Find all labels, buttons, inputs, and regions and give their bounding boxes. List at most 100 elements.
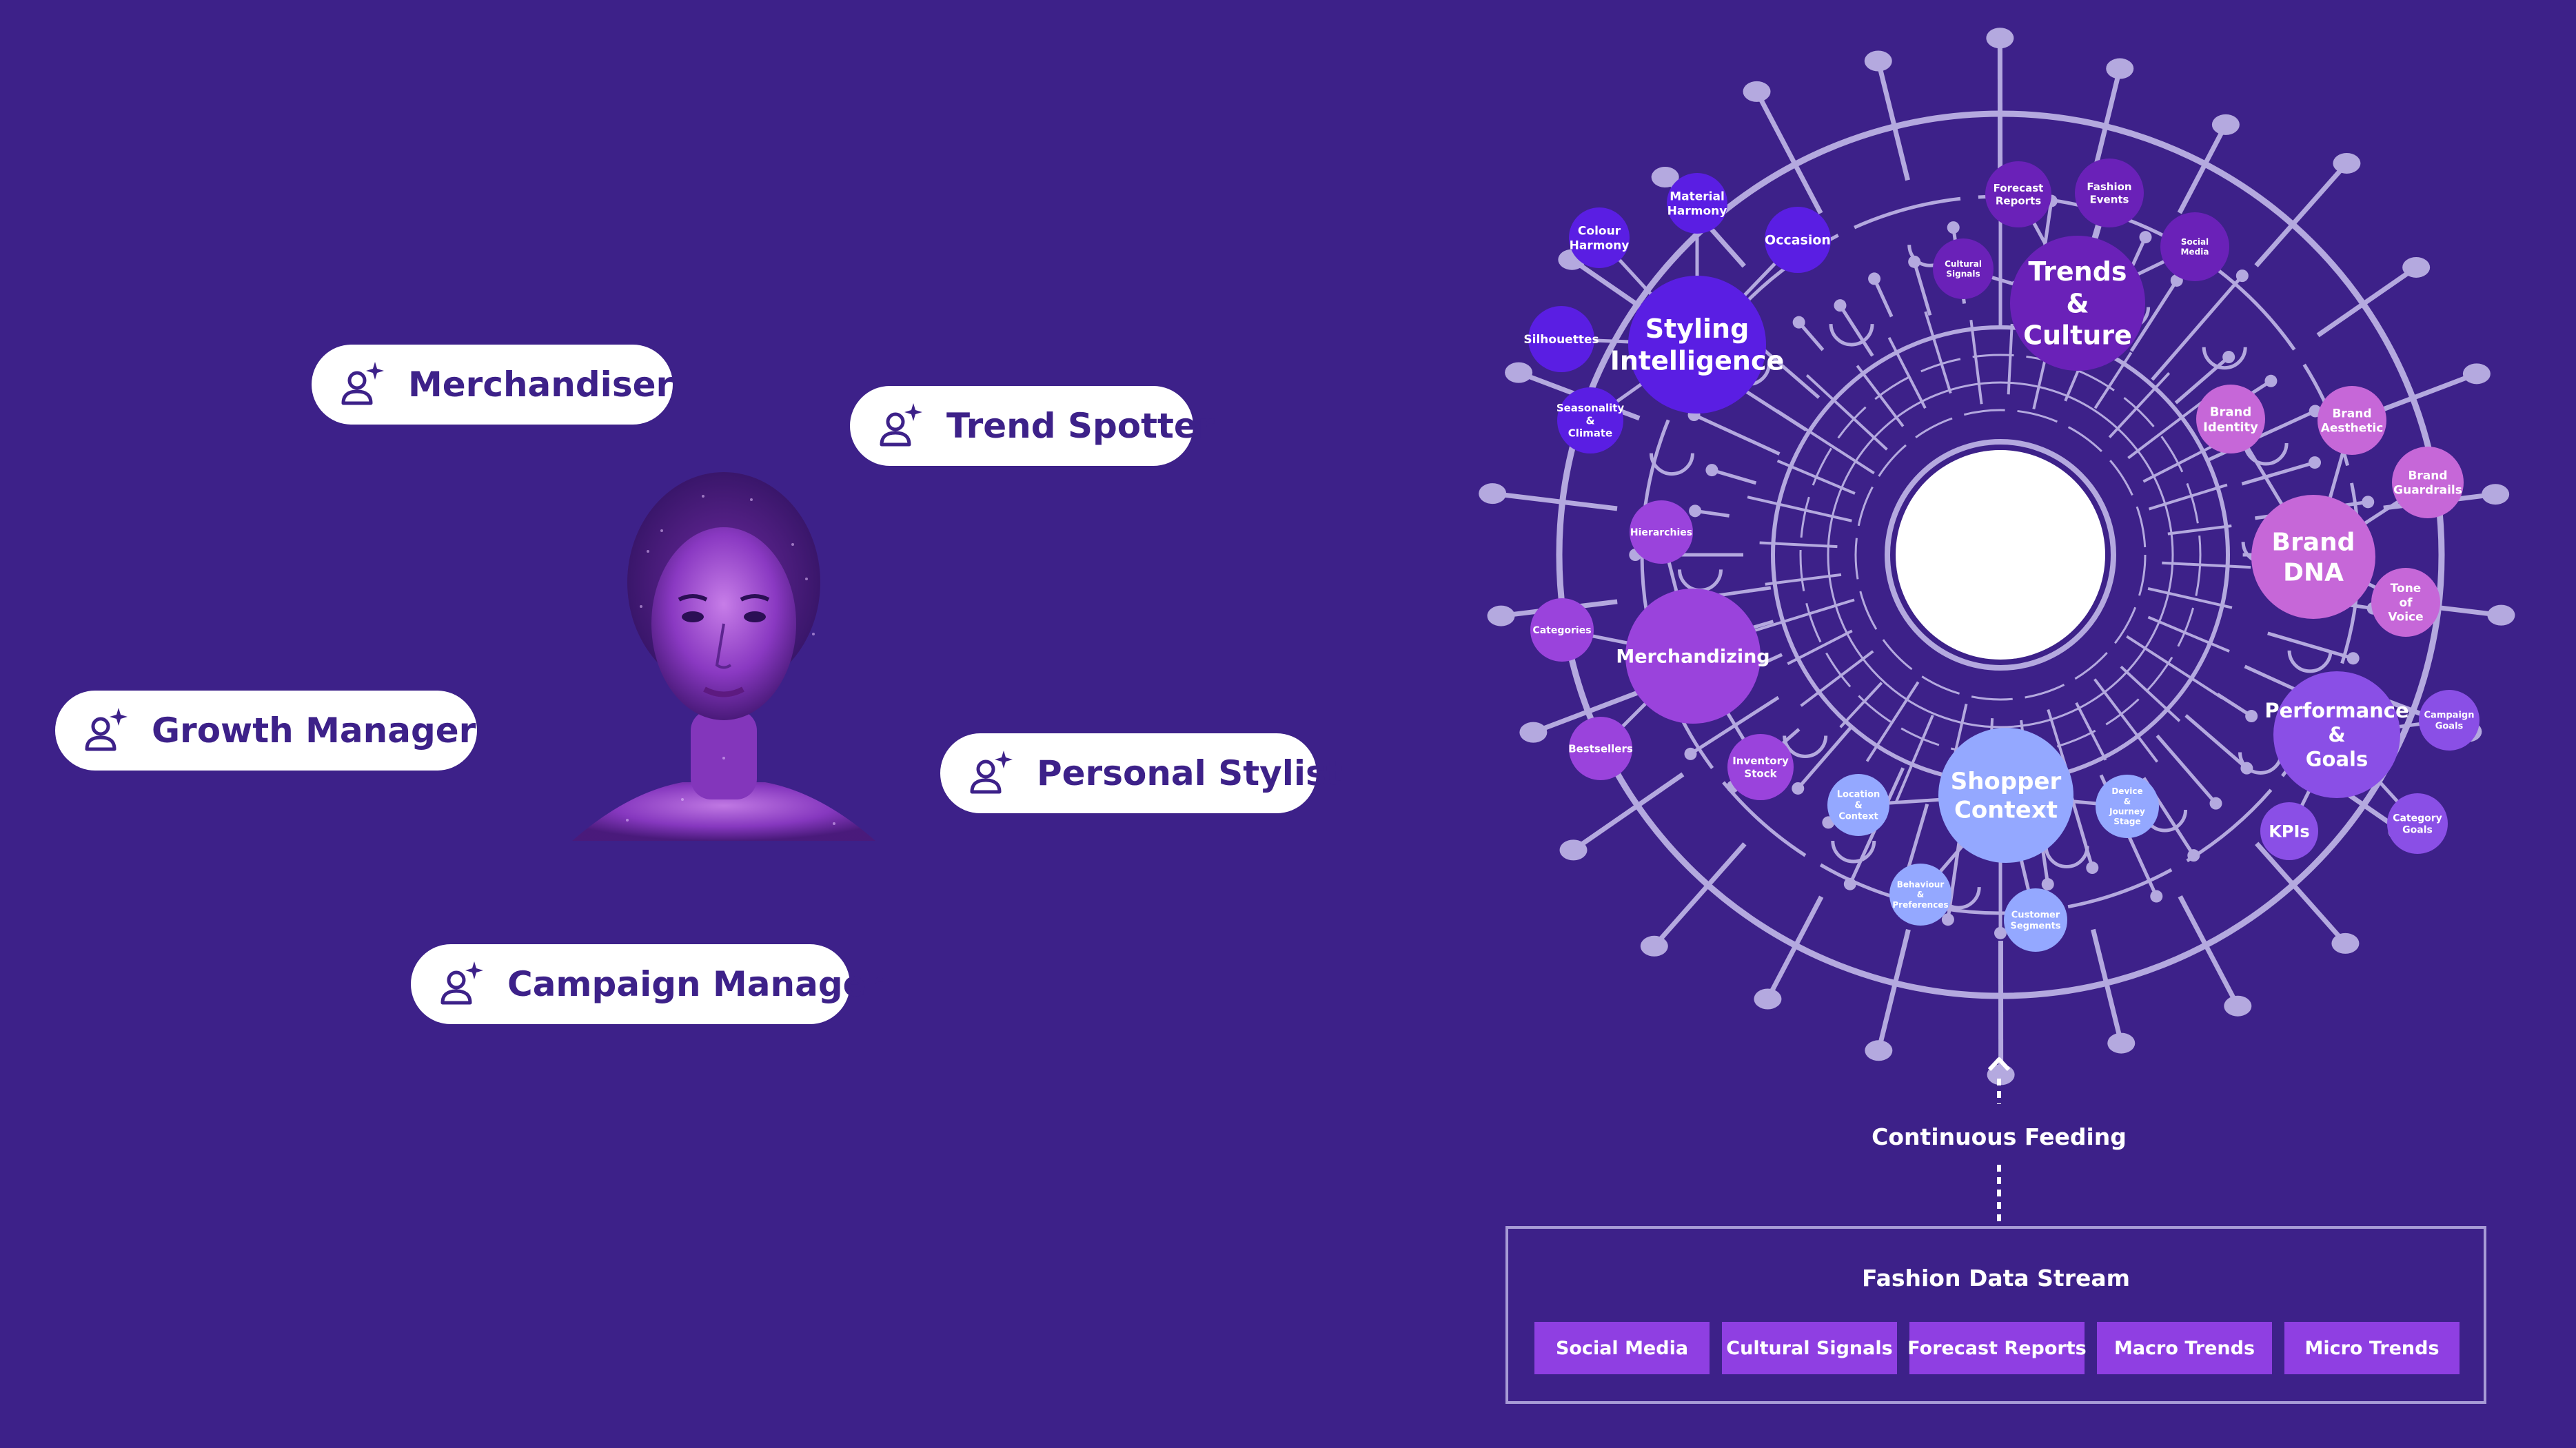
performance-hub-node-text: & — [2328, 723, 2345, 746]
brand-item-node-circle — [2392, 447, 2464, 518]
brand-item-node-text: Aesthetic — [2321, 421, 2384, 435]
terminal-node — [1479, 483, 1507, 504]
outer-spoke — [2255, 842, 2348, 946]
arrow-head-icon — [1987, 1057, 2011, 1072]
styling-item-node-text: & — [1585, 414, 1594, 427]
circuit-loop — [2287, 650, 2333, 673]
trends-item-node-circle — [2075, 159, 2144, 227]
shopper-item-node-circle — [2096, 775, 2159, 838]
inner-spoke — [1969, 319, 1983, 405]
inner-spoke — [1776, 459, 1856, 495]
inner-spoke — [2162, 561, 2251, 569]
outer-spoke — [1572, 772, 1685, 853]
inner-spoke — [1787, 629, 1853, 665]
outer-spoke — [2177, 123, 2228, 214]
ai-face-portrait — [572, 472, 875, 841]
brand-item-node-text: Voice — [2388, 611, 2423, 624]
styling-item-node-text: Silhouettes — [1523, 333, 1599, 347]
network-dot — [2086, 861, 2099, 875]
network-spoke — [1838, 304, 1874, 357]
network-dot — [1689, 504, 1702, 518]
outer-spoke — [2091, 928, 2124, 1044]
network-dot — [2264, 374, 2278, 387]
shopper-item-node: Behaviour&Preferences — [1889, 864, 1951, 926]
network-spoke — [2174, 356, 2230, 405]
performance-item-node-circle — [2387, 793, 2448, 854]
circuit-loop — [2044, 846, 2089, 868]
shopper-item-node-text: Device — [2111, 786, 2142, 796]
outer-spoke — [1652, 842, 1747, 948]
shopper-item-node-text: Journey — [2109, 807, 2145, 817]
shopper-item-node-text: & — [2124, 797, 2131, 806]
network-dot — [2209, 797, 2222, 810]
performance-item-node-text: Goals — [2435, 721, 2464, 731]
network-dot — [2235, 269, 2249, 283]
network-spoke — [2184, 714, 2249, 770]
shopper-item-node-circle — [2004, 888, 2067, 952]
styling-item-node-text: Seasonality — [1556, 402, 1625, 414]
terminal-node — [1986, 28, 2014, 49]
terminal-node — [1865, 1040, 1893, 1061]
trends-item-node-text: Events — [2090, 193, 2129, 205]
agent-pill-personal-stylist: Personal Stylist — [940, 733, 1343, 813]
performance-hub-node: Performance&Goals — [2264, 671, 2409, 798]
trends-item-node-circle — [1933, 238, 1994, 299]
inner-ring — [1799, 354, 2202, 756]
inner-spoke — [2127, 395, 2211, 460]
performance-item-node-text: Goals — [2402, 824, 2433, 835]
shopper-item-node-circle — [1827, 774, 1889, 836]
trends-item-node-text: Signals — [1946, 269, 1980, 279]
terminal-node — [2482, 484, 2510, 505]
network-dot — [2245, 710, 2258, 723]
center-node-fashion-knowledge-graph-text: Fashion — [1933, 499, 2068, 536]
styling-item-node: Occasion — [1765, 207, 1831, 273]
network-dot — [2362, 496, 2375, 509]
user-sparkle-icon — [880, 403, 922, 447]
performance-item-node: KPIs — [2260, 802, 2318, 860]
inner-spoke — [1743, 598, 1855, 635]
inner-spoke — [2142, 441, 2220, 483]
inner-spoke — [2147, 615, 2230, 653]
shopper-item-node-text: Context — [1838, 811, 1878, 822]
shopper-hub-node-circle — [1938, 728, 2073, 863]
agent-label: Trend Spotter — [946, 406, 1215, 446]
styling-item-node-text: Material — [1670, 190, 1725, 204]
circuit-loop — [1649, 453, 1694, 476]
inner-spoke — [1924, 311, 1952, 394]
network-spoke — [2216, 693, 2253, 718]
brand-item-node-circle — [2371, 568, 2440, 637]
terminal-node — [2107, 1032, 2136, 1054]
network-dot — [1684, 747, 1697, 760]
inner-spoke — [2075, 702, 2107, 761]
terminal-node — [2333, 152, 2361, 174]
styling-hub-node-text: Intelligence — [1610, 345, 1785, 376]
user-sparkle-icon — [341, 362, 384, 405]
merch-item-node: Bestsellers — [1568, 717, 1633, 780]
data-stream-title: Fashion Data Stream — [1861, 1265, 2131, 1292]
terminal-node — [1754, 988, 1782, 1010]
trends-hub-node-text: Culture — [2023, 320, 2132, 351]
terminal-node — [1743, 81, 1771, 102]
network-dot — [2150, 890, 2163, 903]
merch-item-node-circle — [1569, 717, 1632, 780]
network-dot — [1843, 877, 1856, 890]
merch-item-node-text: Hierarchies — [1630, 527, 1692, 538]
shopper-item-node-text: & — [1854, 801, 1862, 811]
circuit-loop — [2243, 442, 2289, 466]
trends-item-node-text: Social — [2181, 237, 2209, 247]
terminal-node — [2331, 932, 2360, 954]
agent-pill-campaign-manager: Campaign Manager — [411, 944, 883, 1024]
trends-hub-node-text: Trends — [2028, 256, 2127, 287]
brand-hub-node-text: Brand — [2272, 529, 2355, 557]
brand-item-node-text: of — [2399, 596, 2413, 610]
inner-spoke — [2093, 678, 2159, 763]
